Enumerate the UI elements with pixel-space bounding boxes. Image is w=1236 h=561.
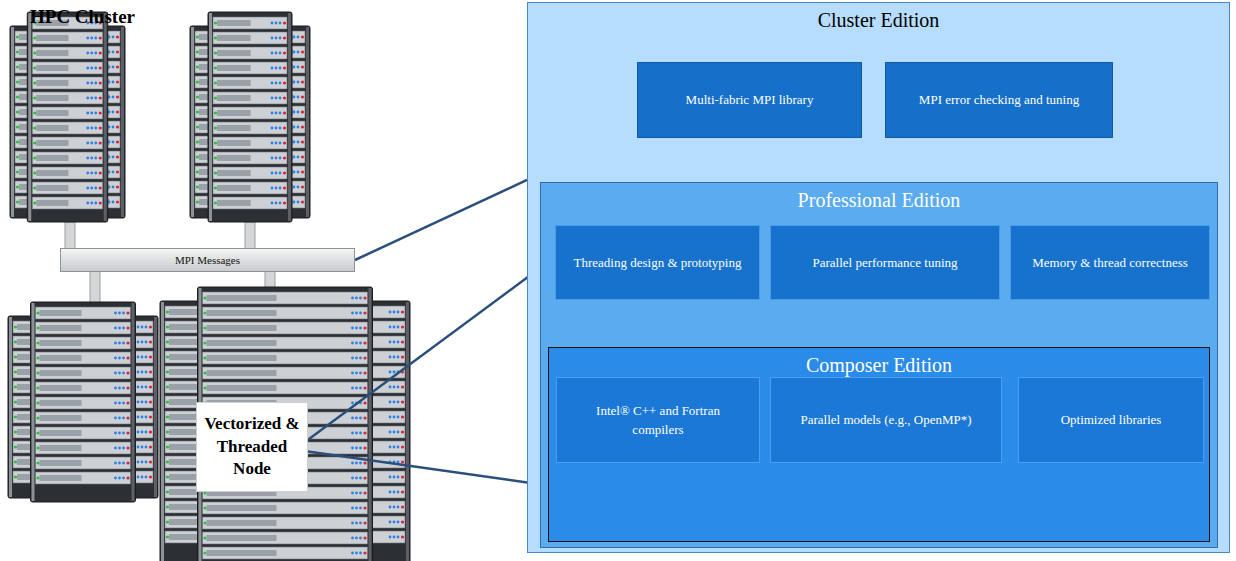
edition-panel: Professional EditionThreading design & p… [540, 182, 1218, 548]
box-text: Vectorized & Threaded Node [202, 413, 302, 482]
box-text: Threading design & prototyping [574, 253, 742, 273]
edition-panel: Composer EditionIntel® C++ and Fortran c… [548, 347, 1210, 542]
edition-panel: Cluster EditionMulti-fabric MPI libraryM… [527, 2, 1230, 553]
panel-title: Professional Edition [541, 183, 1217, 212]
feature-box: Multi-fabric MPI library [637, 62, 862, 138]
feature-box: Parallel performance tuning [770, 225, 1000, 300]
server-cluster [160, 287, 410, 561]
panel-title: Cluster Edition [528, 3, 1229, 32]
feature-box: Intel® C++ and Fortran compilers [556, 377, 760, 463]
box-text: MPI error checking and tuning [919, 90, 1079, 110]
server-cluster [10, 12, 125, 222]
server-rack [31, 302, 136, 502]
feature-box: Threading design & prototyping [555, 225, 760, 300]
feature-box: Memory & thread correctness [1010, 225, 1210, 300]
box-text: Optimized libraries [1061, 410, 1162, 430]
server-rack [27, 12, 108, 222]
connector-line [308, 268, 540, 440]
box-text: MPI Messages [175, 254, 240, 266]
feature-box: MPI error checking and tuning [885, 62, 1113, 138]
box-text: Memory & thread correctness [1032, 253, 1188, 273]
box-text: Parallel performance tuning [812, 253, 957, 273]
feature-box: Parallel models (e.g., OpenMP*) [770, 377, 1002, 463]
server-rack [198, 287, 373, 561]
server-rack [208, 12, 292, 222]
bus-pipe [90, 271, 100, 305]
box-text: Intel® C++ and Fortran compilers [573, 401, 743, 440]
feature-box: Optimized libraries [1018, 377, 1204, 463]
server-cluster [190, 12, 310, 222]
bus-pipe [245, 222, 255, 249]
panel-title: Composer Edition [549, 348, 1209, 377]
box-text: Multi-fabric MPI library [686, 90, 814, 110]
node-label-box: Vectorized & Threaded Node [196, 402, 308, 492]
bus-pipe [65, 222, 75, 249]
box-text: Parallel models (e.g., OpenMP*) [800, 410, 971, 430]
connector-line [355, 180, 527, 260]
message-bus: MPI Messages [60, 248, 355, 272]
cluster-heading: HPC Cluster [30, 6, 135, 28]
server-cluster [8, 302, 158, 502]
connector-line [308, 452, 548, 486]
